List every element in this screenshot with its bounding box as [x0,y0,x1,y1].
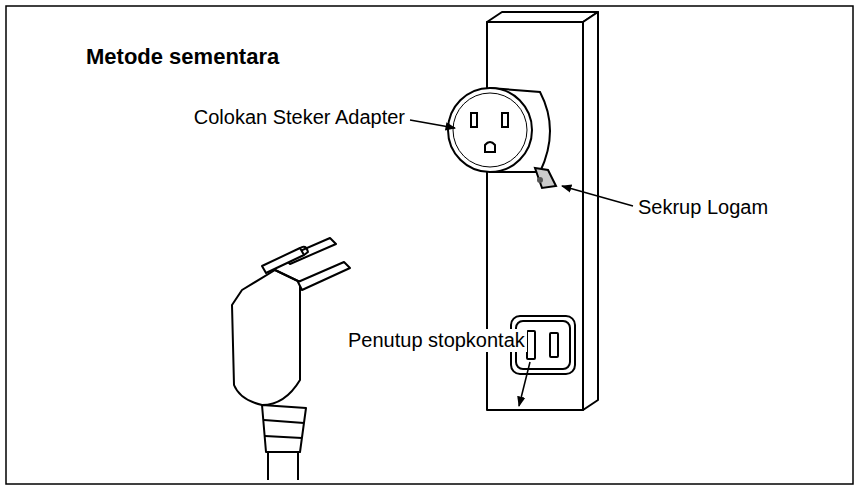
metal-screw [535,168,556,188]
diagram-title: Metode sementara [86,44,279,69]
part-label: Colokan Steker Adapter [194,106,405,129]
part-label: Sekrup Logam [638,196,768,219]
plug-adapter [448,88,556,188]
part-label: Penutup stopkontak [346,329,527,352]
leader-lines [410,120,633,406]
three-prong-plug [232,238,350,480]
frame [6,6,853,484]
